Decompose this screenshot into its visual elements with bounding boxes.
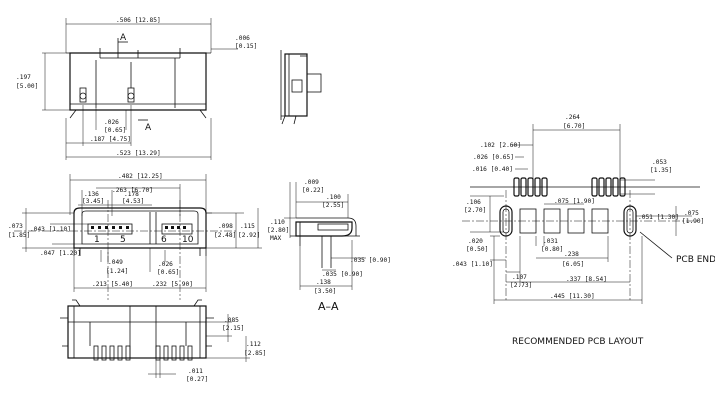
- contacts-left: [91, 226, 129, 229]
- dim-sec-280: [2.80]: [267, 227, 289, 234]
- dim-pcb-135: [1.35]: [650, 167, 672, 174]
- pcb-end-label: PCB END: [676, 255, 715, 265]
- dim-pcb-075a: .075 [1.90]: [554, 198, 595, 205]
- dim-sec-100: .100: [326, 194, 341, 201]
- dim-pcb-270: [2.70]: [464, 207, 486, 214]
- pin-label-5: 5: [120, 235, 126, 245]
- dim-top-197: .197: [16, 74, 31, 81]
- dim-bot-112: .112: [246, 341, 261, 348]
- dim-sec-035a: .035 [0.90]: [350, 257, 391, 264]
- dim-pcb-016: .016 [0.40]: [472, 166, 513, 173]
- dim-sec-009: .009: [304, 179, 319, 186]
- dim-pcb-080: [0.80]: [541, 246, 563, 253]
- dim-bot-085: .085: [224, 317, 239, 324]
- dim-front-115: .115: [240, 223, 255, 230]
- dim-front-248: [2.48]: [214, 232, 236, 239]
- dim-front-482: .482 [12.25]: [118, 173, 163, 180]
- dim-sec-255: [2.55]: [322, 202, 344, 209]
- dim-top-026: .026: [104, 119, 119, 126]
- dim-pcb-043: .043 [1.10]: [452, 261, 493, 268]
- section-a-a: .009 [0.22] .100 [2.55] .110 [2.80] MAX …: [267, 179, 391, 313]
- dim-top-065: [0.65]: [104, 127, 126, 134]
- dim-front-213: .213 [5.40]: [92, 281, 133, 288]
- dim-front-026: .026: [158, 261, 173, 268]
- dim-front-098: .098: [218, 223, 233, 230]
- dim-front-047: .047 [1.20]: [40, 250, 81, 257]
- front-view: .482 [12.25] .136 [3.45] .178 [4.53] .26…: [8, 173, 262, 300]
- dim-front-292: [2.92]: [238, 232, 260, 239]
- bottom-leads: [93, 345, 193, 361]
- dim-top-187: .187 [4.75]: [90, 136, 131, 143]
- dim-front-453: [4.53]: [122, 198, 144, 205]
- dim-bot-215: [2.15]: [222, 325, 244, 332]
- dim-pcb-031: .031: [543, 238, 558, 245]
- dim-pcb-075b: .075: [684, 210, 699, 217]
- dim-front-065: [0.65]: [157, 269, 179, 276]
- label-max: MAX: [270, 235, 281, 242]
- section-mark-bottom: A: [145, 123, 152, 133]
- dim-pcb-102: .102 [2.60]: [480, 142, 521, 149]
- pin-label-1: 1: [94, 235, 100, 245]
- dim-pcb-053: .053: [652, 159, 667, 166]
- dim-pcb-050: [0.50]: [466, 246, 488, 253]
- dim-top-006: .006: [235, 35, 250, 42]
- dim-top-523: .523 [13.29]: [116, 150, 161, 157]
- dim-pcb-238: .238: [564, 251, 579, 258]
- dim-front-043: .043 [1.10]: [30, 226, 71, 233]
- dim-sec-035b: .035 [0.90]: [322, 271, 363, 278]
- dim-front-232: .232 [5.90]: [152, 281, 193, 288]
- contacts-right: [165, 226, 186, 229]
- dim-sec-138: .138: [316, 279, 331, 286]
- top-view: .506 [12.85] .006 [0.15] A A: [16, 17, 257, 160]
- dim-pcb-670: [6.70]: [563, 123, 585, 130]
- pin-label-6: 6: [161, 235, 167, 245]
- dim-sec-110: .110: [270, 219, 285, 226]
- dim-pcb-337: .337 [8.54]: [566, 276, 607, 283]
- dim-sec-350: [3.50]: [314, 288, 336, 295]
- dim-pcb-106: .106: [466, 199, 481, 206]
- dim-pcb-107: .107: [512, 274, 527, 281]
- dim-pcb-026: .026 [0.65]: [473, 154, 514, 161]
- dim-front-263: .263 [6.70]: [112, 187, 153, 194]
- dim-bot-027: [0.27]: [186, 376, 208, 383]
- dim-front-073: .073: [8, 223, 23, 230]
- dim-pcb-051: .051 [1.30]: [638, 214, 679, 221]
- pcb-layout-title: RECOMMENDED PCB LAYOUT: [512, 337, 644, 347]
- side-view: [280, 50, 322, 125]
- pin-label-10: 10: [182, 235, 194, 245]
- dim-pcb-190: [1.90]: [682, 218, 704, 225]
- dim-front-124: [1.24]: [106, 268, 128, 275]
- dim-top-500: [5.00]: [16, 83, 38, 90]
- pcb-layout: .264 [6.70] .102 [2.60] .026 [0.65] .016…: [452, 114, 715, 347]
- dim-pcb-605: [6.05]: [562, 261, 584, 268]
- dim-front-136: .136: [84, 191, 99, 198]
- section-mark-top: A: [120, 33, 127, 43]
- dim-pcb-445: .445 [11.30]: [550, 293, 595, 300]
- section-title: A–A: [318, 300, 339, 313]
- bottom-view: .085 [2.15] .112 [2.85] .011 [0.27]: [60, 299, 266, 383]
- dim-pcb-273: [2.73]: [510, 282, 532, 289]
- dim-front-345: [3.45]: [82, 198, 104, 205]
- dim-pcb-020: .020: [468, 238, 483, 245]
- dim-sec-022: [0.22]: [302, 187, 324, 194]
- dim-top-015: [0.15]: [235, 43, 257, 50]
- dim-bot-285: [2.85]: [244, 350, 266, 357]
- dim-pcb-264: .264: [565, 114, 580, 121]
- dim-front-178: .178: [124, 191, 139, 198]
- dim-front-049: .049: [108, 259, 123, 266]
- dim-front-185: [1.85]: [8, 232, 30, 239]
- dim-top-width: .506 [12.85]: [116, 17, 161, 24]
- dim-bot-011: .011: [188, 368, 203, 375]
